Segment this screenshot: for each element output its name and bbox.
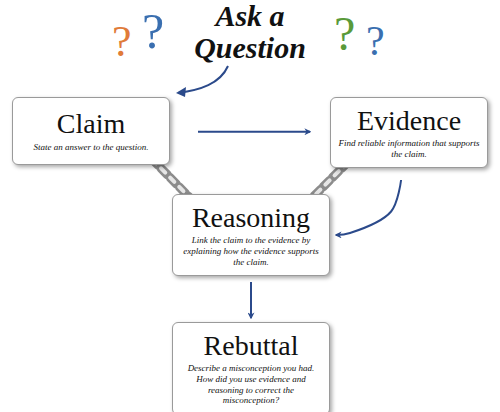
box-description: State an answer to the question. (34, 142, 149, 153)
process-box: EvidenceFind reliable information that s… (330, 97, 488, 168)
question-mark: ? (142, 6, 164, 56)
arrow-line (250, 282, 252, 318)
flow-arrow (198, 131, 310, 132)
arrow-line (198, 131, 310, 133)
process-box: ReasoningLink the claim to the evidence … (172, 194, 330, 276)
title-text: Ask a Question (170, 0, 330, 63)
box-heading: Evidence (357, 106, 461, 135)
box-description: Find reliable information that supports … (337, 138, 481, 160)
box-heading: Claim (57, 109, 125, 138)
question-mark: ? (334, 10, 355, 58)
box-description: Describe a misconception you had. How di… (179, 363, 323, 406)
flow-arrow (336, 180, 401, 235)
process-box: ClaimState an answer to the question. (12, 97, 170, 165)
arrow-line (336, 180, 401, 235)
question-mark: ? (366, 20, 385, 62)
flow-arrow (251, 282, 252, 318)
box-heading: Rebuttal (204, 331, 299, 360)
process-box: RebuttalDescribe a misconception you had… (172, 322, 330, 412)
box-description: Link the claim to the evidence by explai… (179, 235, 323, 267)
question-mark: ? (112, 20, 132, 64)
box-heading: Reasoning (192, 203, 310, 232)
question-arrowhead (176, 87, 186, 97)
